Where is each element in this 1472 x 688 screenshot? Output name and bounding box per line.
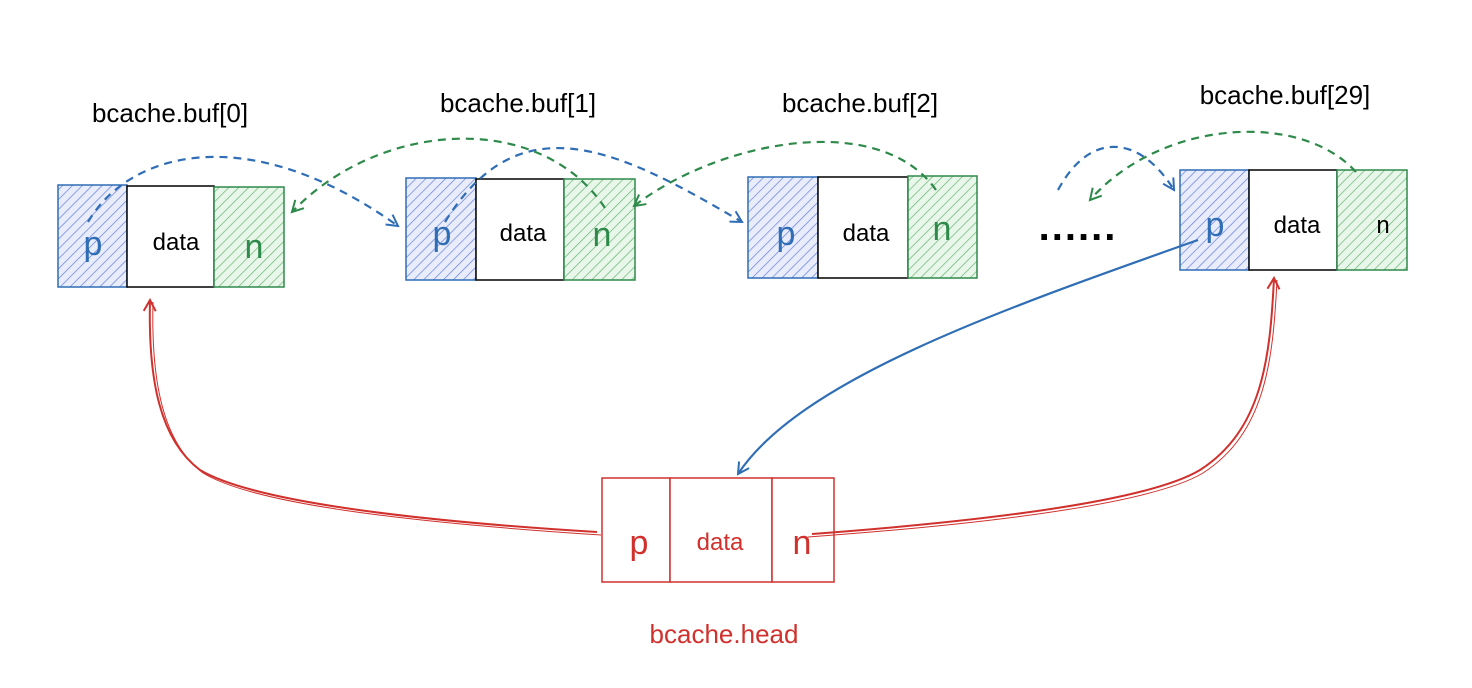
node-2-data-cell (817, 176, 909, 279)
node-1-next-cell (563, 178, 636, 281)
node-0-n-text: n (245, 228, 264, 266)
arrow-buf1-next-to-buf0 (292, 137, 606, 212)
node-buf-1: p data n bcache.buf[1] (405, 88, 636, 281)
node-29-n-text: n (1376, 212, 1389, 239)
arrow-head-prev-to-buf0-sketch (152, 301, 602, 536)
node-29-p-text: p (1206, 206, 1225, 244)
head-data-text: data (697, 529, 744, 556)
node-2-prev-cell (747, 176, 819, 279)
node-buf-2: p data n bcache.buf[2] (747, 88, 978, 279)
node-0-prev-cell (57, 184, 128, 288)
arrow-buf29-next-to-ellipsis (1090, 130, 1357, 200)
node-29-data-text: data (1274, 212, 1321, 239)
node-1-data-cell (475, 178, 565, 281)
node-2-n-text: n (933, 210, 952, 248)
ellipsis-text: ...... (1039, 205, 1118, 249)
head-p-text: p (630, 524, 649, 562)
node-1-n-text: n (593, 216, 612, 254)
node-1-data-text: data (500, 220, 547, 247)
node-1-p-text: p (433, 215, 452, 253)
arrow-head-prev-to-buf0 (150, 300, 598, 533)
node-2-label: bcache.buf[2] (782, 88, 938, 118)
arrow-buf29-prev-to-head (738, 238, 1199, 474)
node-2-p-text: p (777, 215, 796, 253)
node-buf-0: p data n bcache.buf[0] (57, 98, 285, 288)
node-0-data-text: data (153, 229, 200, 256)
arrow-head-next-to-buf29 (811, 278, 1274, 535)
node-0-p-text: p (84, 225, 103, 263)
head-prev-cell (601, 477, 671, 583)
node-2-next-cell (907, 175, 978, 279)
arrow-buf2-next-to-buf1 (634, 140, 937, 206)
node-buf-29: p data n bcache.buf[29] (1179, 80, 1408, 271)
head-data-cell (669, 477, 773, 583)
node-0-next-cell (213, 186, 285, 288)
node-29-prev-cell (1179, 169, 1250, 271)
arrow-ellipsis-to-buf29-prev (1057, 145, 1174, 190)
node-29-next-cell (1336, 169, 1408, 271)
head-n-text: n (793, 524, 812, 562)
arrow-head-next-to-buf29-sketch (807, 279, 1278, 538)
node-29-label: bcache.buf[29] (1200, 80, 1371, 110)
node-0-data-cell (126, 185, 215, 288)
arrow-buf0-to-buf1-prev (87, 155, 398, 226)
head-label: bcache.head (650, 619, 799, 649)
node-0-label: bcache.buf[0] (92, 98, 248, 128)
node-1-label: bcache.buf[1] (440, 88, 596, 118)
node-2-data-text: data (843, 220, 890, 247)
head-node: p data n bcache.head (601, 477, 835, 649)
head-next-cell (771, 477, 835, 583)
arrow-buf1-to-buf2-prev (444, 147, 742, 222)
